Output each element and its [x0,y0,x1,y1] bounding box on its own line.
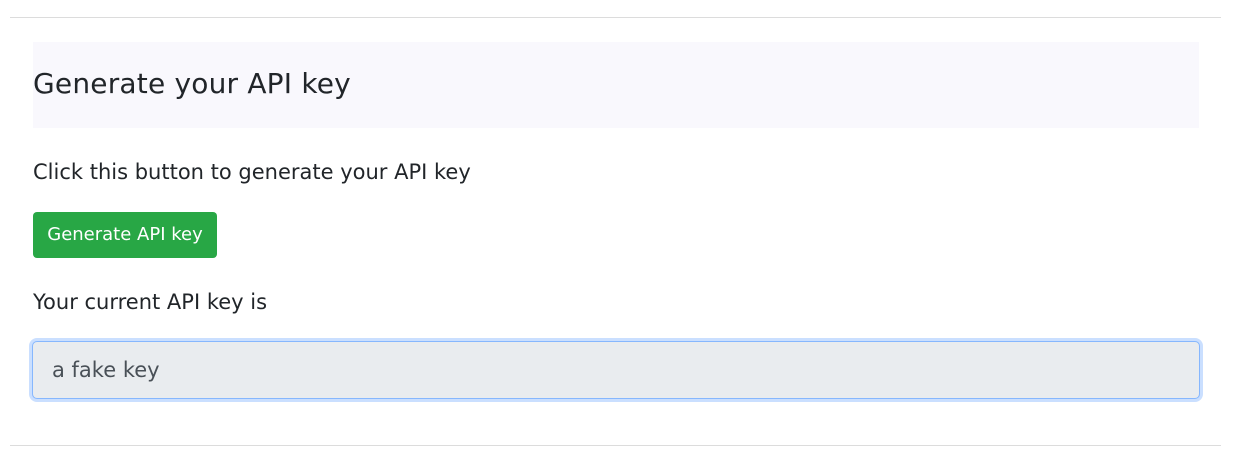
generate-api-key-button[interactable]: Generate API key [33,212,217,258]
section-header: Generate your API key [33,42,1199,128]
page-title: Generate your API key [33,67,351,100]
api-key-field[interactable] [32,341,1200,399]
bottom-divider [10,445,1221,446]
top-divider [10,17,1221,18]
current-key-label: Your current API key is [33,290,268,314]
instruction-text: Click this button to generate your API k… [33,160,471,184]
